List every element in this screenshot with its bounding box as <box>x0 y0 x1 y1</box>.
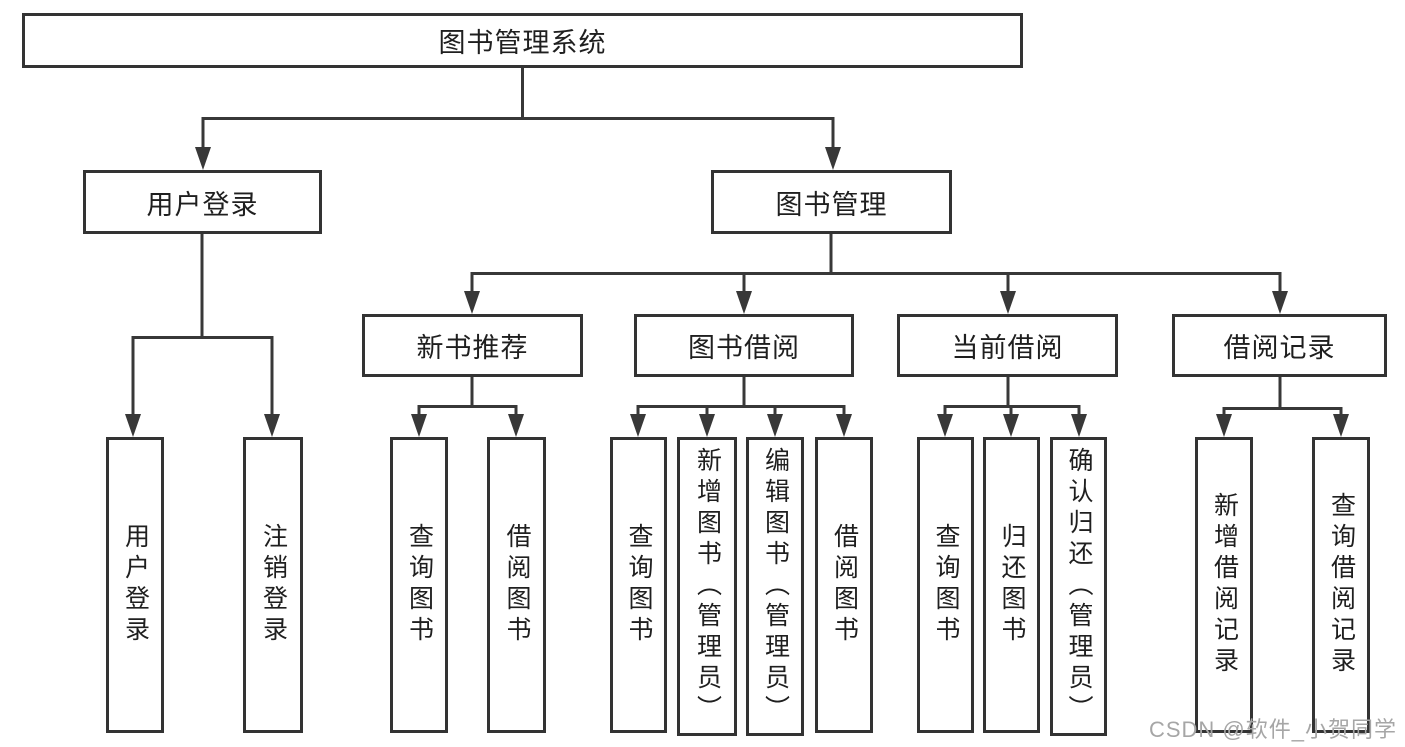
node-root-system: 图书管理系统 <box>22 13 1023 68</box>
node-current-borrowing: 当前借阅 <box>897 314 1118 377</box>
node-borrow-records: 借阅记录 <box>1172 314 1387 377</box>
leaf-current-return-books-label: 归还图书 <box>998 523 1026 647</box>
leaf-borrowing-borrow-books-label: 借阅图书 <box>830 523 859 647</box>
leaf-user-login-label: 用户登录 <box>121 523 150 647</box>
node-book-borrowing: 图书借阅 <box>634 314 854 377</box>
leaf-recommend-query-books: 查询图书 <box>390 437 448 733</box>
leaf-user-login: 用户登录 <box>106 437 164 733</box>
node-current-borrowing-label: 当前借阅 <box>951 333 1064 363</box>
leaf-borrowing-borrow-books: 借阅图书 <box>815 437 873 733</box>
arrowheads <box>125 147 1349 437</box>
node-user-login: 用户登录 <box>83 170 322 234</box>
node-borrow-records-label: 借阅记录 <box>1223 333 1336 363</box>
leaf-records-add-record-label: 新增借阅记录 <box>1210 492 1239 678</box>
leaf-borrowing-query-books-label: 查询图书 <box>625 523 653 647</box>
node-root-system-label: 图书管理系统 <box>438 28 607 58</box>
csdn-watermark: CSDN @软件_小贺同学 <box>1148 717 1397 742</box>
node-book-management: 图书管理 <box>711 170 952 234</box>
leaf-records-query-record-label: 查询借阅记录 <box>1327 492 1356 678</box>
leaf-recommend-query-books-label: 查询图书 <box>405 523 434 647</box>
leaf-borrowing-add-books: 新增图书（管理员） <box>677 437 737 736</box>
node-user-login-label: 用户登录 <box>146 189 259 220</box>
leaf-borrowing-add-books-label: 新增图书（管理员） <box>693 447 722 726</box>
leaf-borrowing-edit-books: 编辑图书（管理员） <box>746 437 804 736</box>
leaf-current-return-books: 归还图书 <box>983 437 1040 733</box>
leaf-records-query-record: 查询借阅记录 <box>1312 437 1370 733</box>
leaf-records-add-record: 新增借阅记录 <box>1195 437 1253 733</box>
leaf-logout: 注销登录 <box>243 437 303 733</box>
node-new-book-recommend: 新书推荐 <box>362 314 583 377</box>
node-book-borrowing-label: 图书借阅 <box>688 333 800 363</box>
leaf-borrowing-query-books: 查询图书 <box>610 437 667 733</box>
leaf-recommend-borrow-books: 借阅图书 <box>487 437 546 733</box>
leaf-current-confirm-return: 确认归还（管理员） <box>1050 437 1107 736</box>
leaf-logout-label: 注销登录 <box>259 523 288 647</box>
leaf-current-confirm-return-label: 确认归还（管理员） <box>1065 447 1093 726</box>
node-book-management-label: 图书管理 <box>775 189 888 220</box>
leaf-current-query-books-label: 查询图书 <box>932 523 960 647</box>
leaf-recommend-borrow-books-label: 借阅图书 <box>503 523 531 647</box>
leaf-borrowing-edit-books-label: 编辑图书（管理员） <box>761 447 790 726</box>
node-new-book-recommend-label: 新书推荐 <box>416 333 529 363</box>
leaf-current-query-books: 查询图书 <box>917 437 974 733</box>
